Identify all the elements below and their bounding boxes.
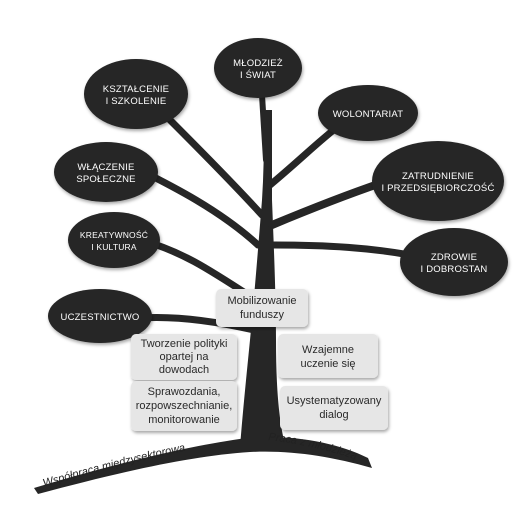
leaf-label-line: I KULTURA	[91, 242, 137, 252]
box-shape	[131, 381, 237, 431]
leaf-label-line: ZATRUDNIENIE	[402, 171, 474, 182]
leaf-shape	[68, 212, 160, 268]
leaf-label-line: I SZKOLENIE	[106, 96, 167, 107]
branch-zdrowie	[270, 241, 414, 259]
leaf-shape	[214, 38, 302, 98]
box-label-line: monitorowanie	[148, 414, 220, 426]
box-label-line: funduszy	[240, 309, 285, 321]
leaf-label-line: I PRZEDSIĘBIORCZOŚĆ	[381, 182, 494, 194]
box-shape	[216, 289, 308, 327]
leaf-mlodziez-i-swiat: MŁODZIEŻ I ŚWIAT	[214, 38, 302, 98]
leaf-uczestnictwo: UCZESTNICTWO	[48, 289, 152, 343]
leaf-label-line: I DOBROSTAN	[421, 264, 488, 275]
leaf-shape	[54, 142, 158, 202]
box-label-line: rozpowszechnianie,	[136, 400, 233, 412]
leaf-shape	[84, 59, 188, 129]
box-label-line: uczenie się	[300, 358, 355, 370]
box-label-line: Usystematyzowany	[287, 395, 382, 407]
leaf-zatrudnienie: ZATRUDNIENIE I PRZEDSIĘBIORCZOŚĆ	[372, 141, 504, 221]
leaf-label-line: I ŚWIAT	[240, 69, 276, 81]
branch-wolontariat	[266, 121, 344, 189]
leaf-label-line: KREATYWNOŚĆ	[80, 229, 148, 240]
branch-mlodziez	[259, 92, 269, 163]
leaf-shape	[372, 141, 504, 221]
leaf-label-line: SPOŁECZNE	[76, 174, 135, 185]
leaf-ksztalcenie: KSZTAŁCENIE I SZKOLENIE	[84, 59, 188, 129]
box-sprawozdania: Sprawozdania, rozpowszechnianie, monitor…	[131, 381, 237, 431]
root-label-left: Współpraca międzysektorowa	[41, 442, 186, 490]
leaf-shape	[318, 85, 418, 141]
tree-roots	[34, 436, 372, 494]
leaf-label-line: WOLONTARIAT	[333, 109, 403, 120]
leaf-label-line: KSZTAŁCENIE	[103, 84, 169, 95]
box-label-line: dowodach	[159, 364, 209, 376]
box-label-line: Tworzenie polityki	[141, 338, 228, 350]
branch-ksztalcenie	[166, 116, 266, 219]
box-usystematyzowany: Usystematyzowany dialog	[280, 386, 388, 430]
leaf-wlaczenie: WŁĄCZENIE SPOŁECZNE	[54, 142, 158, 202]
box-label-line: opartej na	[160, 351, 210, 363]
leaf-label-line: ZDROWIE	[431, 252, 477, 263]
leaf-kreatywnosc: KREATYWNOŚĆ I KULTURA	[68, 212, 160, 268]
leaf-shape	[400, 228, 508, 296]
box-wzajemne: Wzajemne uczenie się	[278, 334, 378, 378]
branch-zatrudnienie	[268, 176, 394, 229]
box-label-line: dialog	[319, 409, 348, 421]
box-shape	[280, 386, 388, 430]
tree-trunk	[240, 110, 286, 448]
box-shape	[278, 334, 378, 378]
leaf-label-line: UCZESTNICTWO	[61, 312, 140, 323]
root-label-left-path: Współpraca międzysektorowa	[41, 442, 186, 490]
box-tworzenie: Tworzenie polityki opartej na dowodach	[131, 334, 237, 380]
leaf-label-line: WŁĄCZENIE	[77, 162, 134, 173]
leaf-label-line: MŁODZIEŻ	[233, 58, 283, 69]
leaf-shape	[48, 289, 152, 343]
box-label-line: Sprawozdania,	[148, 386, 221, 398]
box-label-line: Wzajemne	[302, 344, 354, 356]
leaf-wolontariat: WOLONTARIAT	[318, 85, 418, 141]
box-mobilizowanie: Mobilizowanie funduszy	[216, 289, 308, 327]
box-label-line: Mobilizowanie	[227, 295, 296, 307]
box-shape	[131, 334, 237, 380]
leaf-zdrowie: ZDROWIE I DOBROSTAN	[400, 228, 508, 296]
